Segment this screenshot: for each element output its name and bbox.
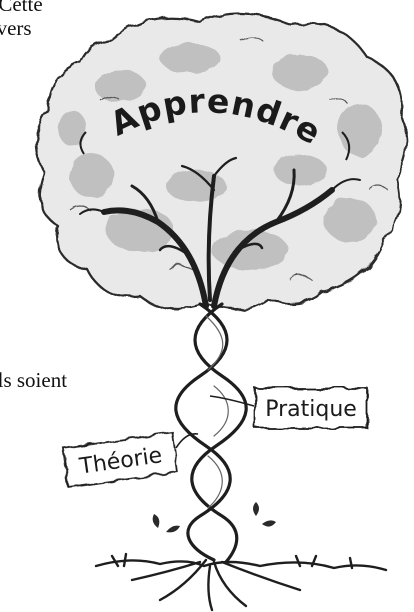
- tree-trunk: [176, 304, 246, 562]
- pratique-tag: Pratique: [210, 388, 367, 428]
- tree-roots: [96, 554, 386, 610]
- theorie-tag: Théorie: [63, 432, 198, 487]
- tree-canopy: [36, 13, 407, 310]
- pratique-text: Pratique: [265, 397, 357, 422]
